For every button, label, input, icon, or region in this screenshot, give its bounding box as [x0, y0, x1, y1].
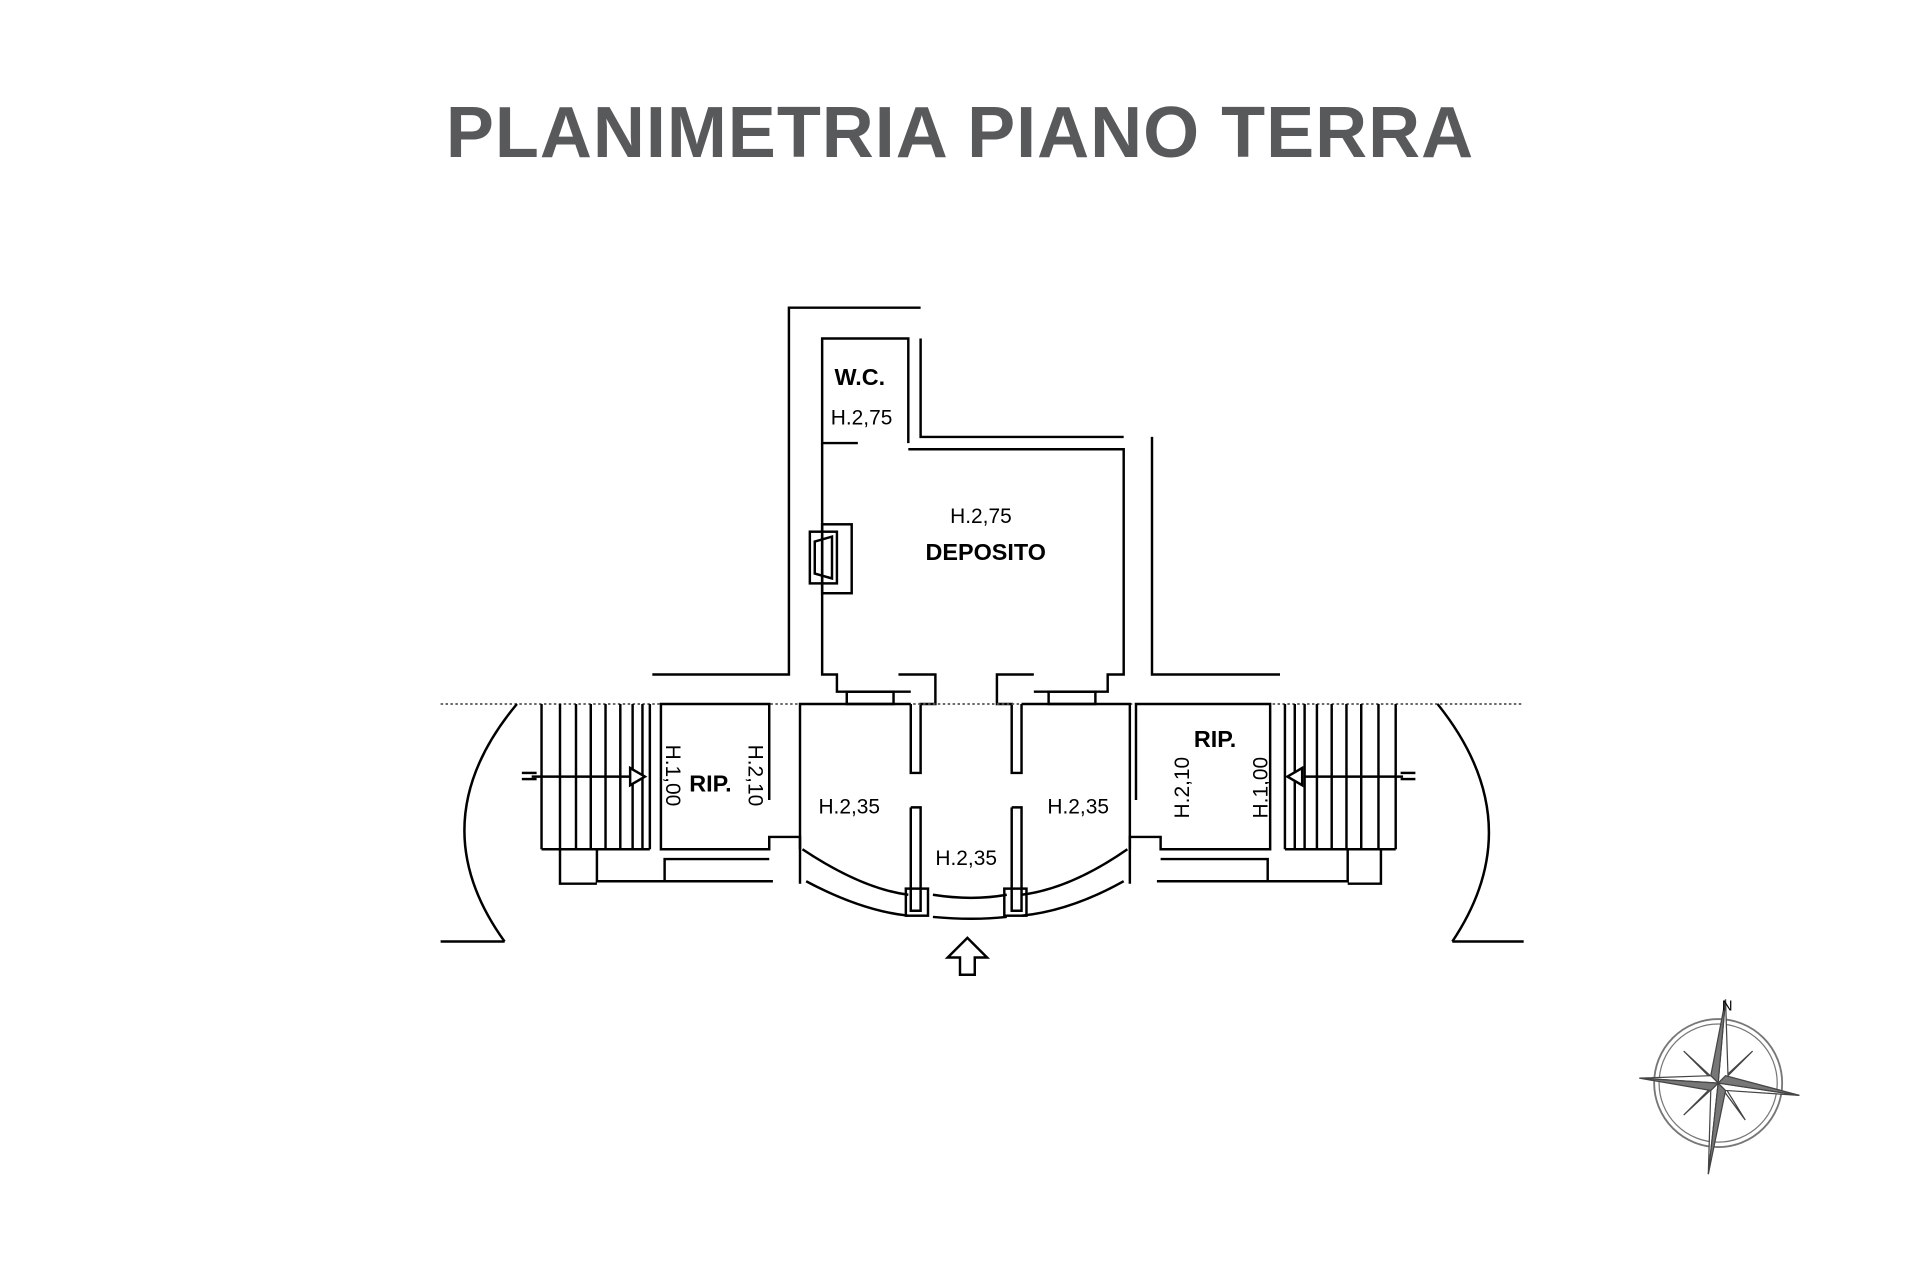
fireplace-icon [808, 523, 853, 595]
room-height-hall-left: H.2,35 [818, 796, 880, 819]
room-label-rip-right: RIP. [1194, 726, 1236, 752]
compass-north-label: N [1722, 998, 1733, 1014]
room-height-hall-center: H.2,35 [935, 847, 997, 870]
stairs-left [521, 704, 652, 851]
room-height-rip-right-a: H.2,10 [1171, 757, 1194, 819]
room-label-rip-left: RIP. [689, 770, 731, 796]
stairs-right [1283, 704, 1416, 851]
room-height-rip-left-b: H.2,10 [743, 745, 766, 807]
page-title: PLANIMETRIA PIANO TERRA [445, 93, 1475, 173]
room-label-deposito: DEPOSITO [926, 539, 1046, 565]
room-height-deposito: H.2,75 [950, 505, 1012, 528]
entrance-arrow-icon [944, 936, 991, 976]
compass-rose-icon [1639, 999, 1800, 1175]
room-height-rip-right-b: H.1,00 [1250, 757, 1273, 819]
room-height-hall-right: H.2,35 [1047, 796, 1109, 819]
room-height-rip-left-a: H.1,00 [661, 745, 684, 807]
room-height-wc: H.2,75 [831, 407, 893, 430]
room-label-wc: W.C. [834, 364, 885, 390]
walls [440, 306, 1524, 943]
